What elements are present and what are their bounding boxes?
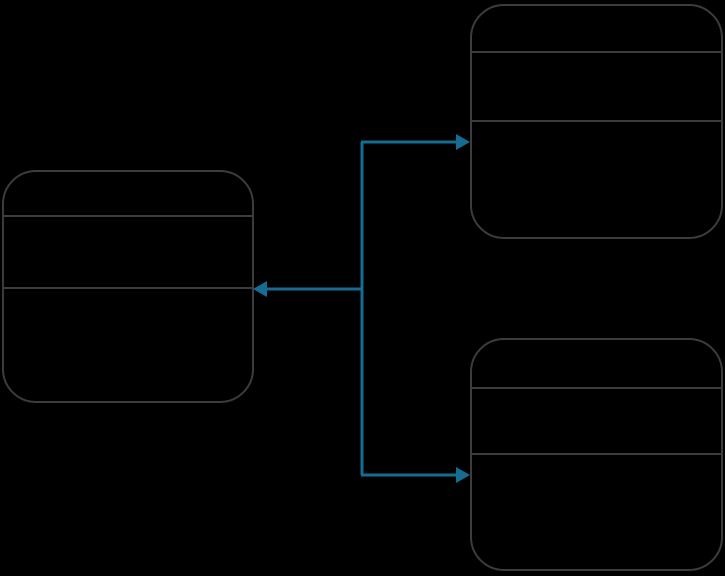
arrowhead-top-right-icon <box>456 134 470 150</box>
arrowhead-left-icon <box>253 281 267 297</box>
class-box-left-outline <box>2 170 254 403</box>
connector-group <box>253 134 470 483</box>
class-box-top-right[interactable] <box>470 4 723 239</box>
arrowhead-bottom-right-icon <box>456 467 470 483</box>
class-box-bottom-right[interactable] <box>470 338 723 571</box>
class-box-left[interactable] <box>2 170 254 403</box>
